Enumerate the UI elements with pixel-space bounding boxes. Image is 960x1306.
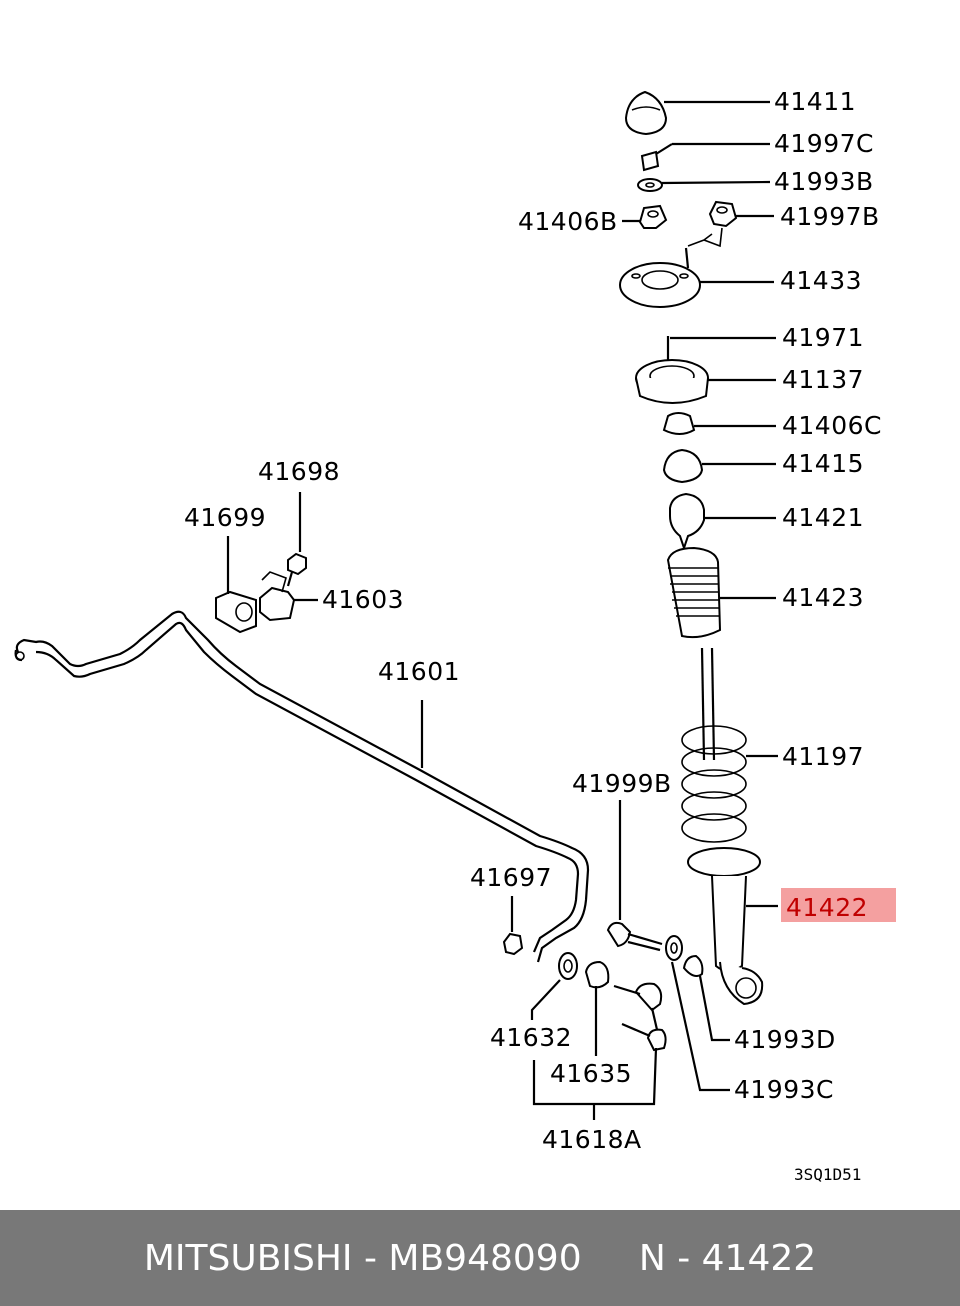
label-41699: 41699 (184, 503, 266, 532)
part-41997B-nut (708, 200, 738, 228)
highlight-41422 (781, 888, 896, 922)
label-41406B: 41406B (518, 207, 618, 236)
part-41697-nut (502, 932, 524, 956)
part-41635-bushing (584, 960, 610, 989)
part-41601-stabilizer-bar (14, 610, 590, 963)
label-41137: 41137 (782, 365, 864, 394)
part-41699-bushing (215, 590, 257, 634)
label-41422: 41422 (786, 893, 868, 922)
part-41603-bracket (259, 571, 296, 622)
part-41406B-nut (638, 204, 668, 229)
footer-text: MITSUBISHI - MB948090 N - 41422 (143, 1237, 817, 1279)
label-41423: 41423 (782, 583, 864, 612)
part-41422-shock-absorber (687, 847, 764, 1006)
label-41415: 41415 (782, 449, 864, 478)
part-41993C-washer (665, 935, 683, 961)
part-41433-mount (619, 262, 701, 308)
label-41632: 41632 (490, 1023, 572, 1052)
part-41618A-link (613, 982, 667, 1052)
part-41999B-bolt (606, 921, 663, 952)
label-41411: 41411 (774, 87, 856, 116)
label-41618A: 41618A (542, 1125, 642, 1154)
label-41993D: 41993D (734, 1025, 836, 1054)
label-41997C: 41997C (774, 129, 874, 158)
part-41698-bolt (286, 552, 307, 587)
label-41635: 41635 (550, 1059, 632, 1088)
label-41603: 41603 (322, 585, 404, 614)
part-41197-spring (681, 647, 747, 843)
part-41997C-nut (640, 150, 660, 172)
drawing-code: 3SQ1D51 (794, 1165, 861, 1184)
part-41421-bumper (669, 492, 705, 552)
label-41601: 41601 (378, 657, 460, 686)
part-41423-boot (666, 546, 722, 639)
label-41406C: 41406C (782, 411, 882, 440)
part-41415-bushing (662, 448, 704, 484)
label-41993C: 41993C (734, 1075, 834, 1104)
part-41406C-nut (662, 412, 696, 435)
part-41993B-washer (637, 178, 663, 192)
part-41411-cap (624, 90, 668, 136)
label-41698: 41698 (258, 457, 340, 486)
label-41421: 41421 (782, 503, 864, 532)
label-41993B: 41993B (774, 167, 874, 196)
label-41971: 41971 (782, 323, 864, 352)
label-41997B: 41997B (780, 202, 880, 231)
label-41433: 41433 (780, 266, 862, 295)
label-41999B: 41999B (572, 769, 672, 798)
parts-diagram: 41411 41997C 41993B 41406B 41997B 41433 … (14, 87, 896, 1184)
footer-bar: MITSUBISHI - MB948090 N - 41422 (0, 1210, 960, 1306)
part-41137-seat (635, 359, 709, 404)
part-41632-bushing (558, 952, 578, 980)
label-41197: 41197 (782, 742, 864, 771)
label-41697: 41697 (470, 863, 552, 892)
part-41993D-washer (682, 954, 704, 977)
